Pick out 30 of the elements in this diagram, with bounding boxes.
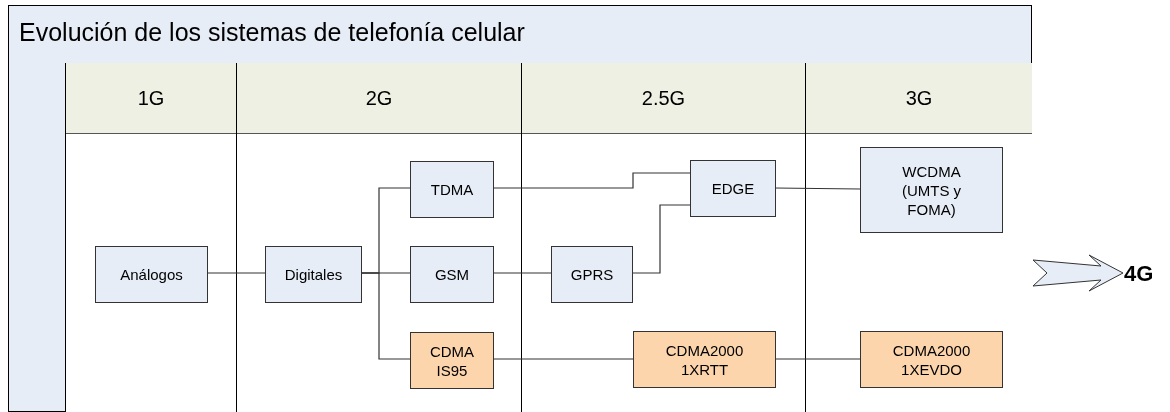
process-box: Digitales	[265, 246, 362, 303]
block-arrow	[1032, 254, 1124, 292]
column-header: 2.5G	[522, 63, 805, 134]
connector-line	[492, 272, 552, 274]
column-header: 1G	[66, 63, 236, 134]
process-box: WCDMA (UMTS y FOMA)	[860, 147, 1003, 233]
pool-title: Evolución de los sistemas de telefonía celular	[19, 17, 525, 48]
generation-label: 4G	[1124, 258, 1168, 288]
process-box: TDMA	[410, 161, 494, 218]
process-box: GPRS	[551, 246, 633, 303]
connector-line	[492, 172, 691, 189]
connector-line	[774, 358, 861, 360]
process-box: CDMA2000 1XEVDO	[860, 331, 1003, 388]
process-box: CDMA2000 1XRTT	[633, 331, 776, 388]
swimlane-column	[805, 63, 1032, 412]
swimlane-column	[65, 63, 236, 412]
connector-line	[631, 204, 691, 274]
swimlane-column	[236, 63, 521, 412]
process-box: EDGE	[690, 160, 776, 217]
process-box: GSM	[410, 246, 494, 303]
swimlane-column	[521, 63, 805, 412]
process-box: CDMA IS95	[410, 332, 494, 389]
connector-line	[492, 358, 634, 360]
connector-line	[206, 272, 266, 274]
process-box: Análogos	[95, 246, 208, 303]
column-header: 2G	[237, 63, 521, 134]
connector-line	[774, 187, 861, 190]
column-header: 3G	[806, 63, 1032, 134]
connector-line	[360, 272, 411, 360]
swimlane-pool	[8, 5, 1032, 412]
